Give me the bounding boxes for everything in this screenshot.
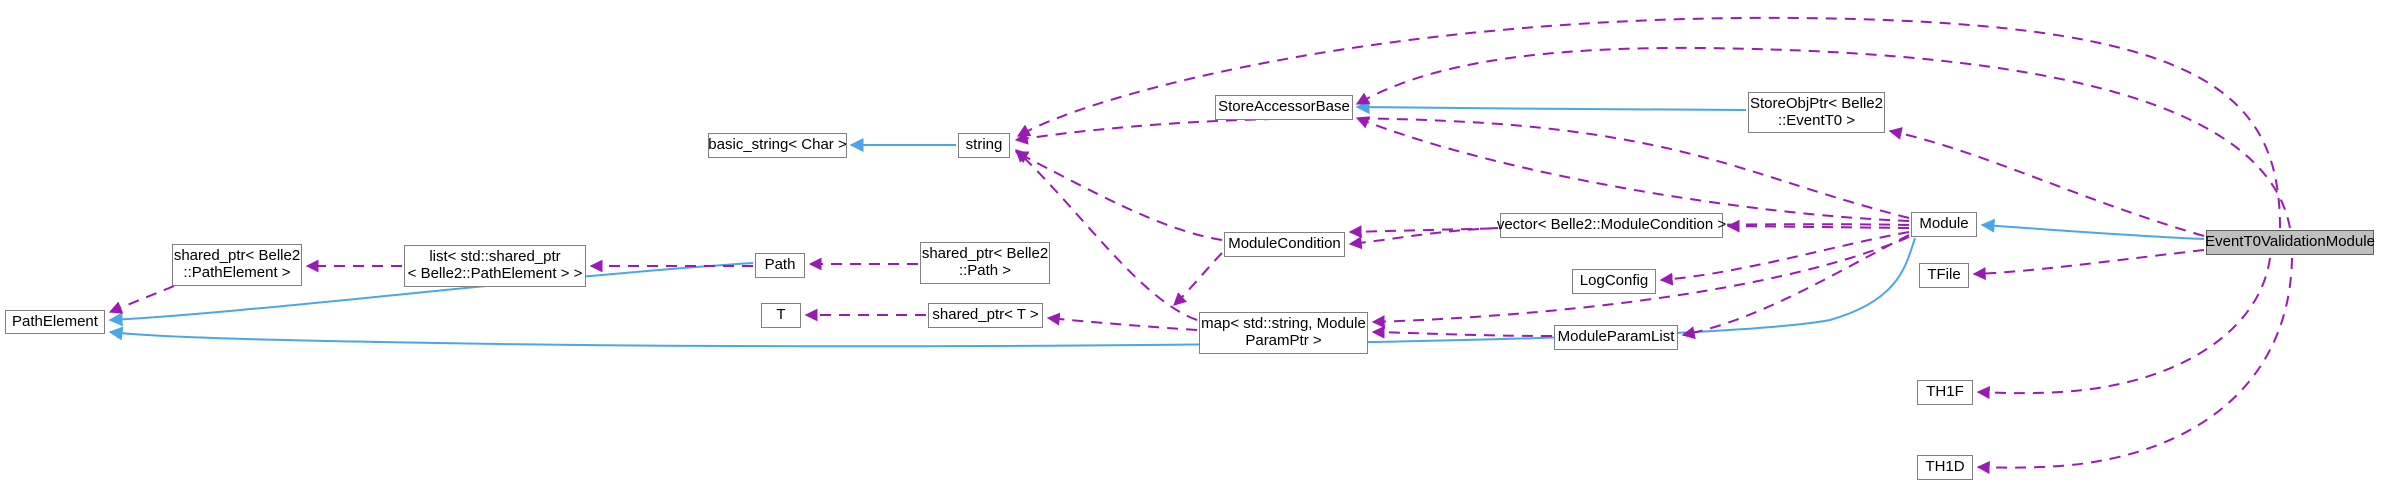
edge-usage-EventT0ValidationModule-to-TFile — [1972, 249, 2205, 281]
node-TH1D[interactable]: TH1D — [1917, 455, 1973, 480]
node-label-mapStringModuleParamPtr: map< std::string, Module ParamPtr > — [1201, 315, 1366, 349]
node-sharedPtrPathElement[interactable]: shared_ptr< Belle2 ::PathElement > — [172, 244, 302, 286]
node-mapStringModuleParamPtr[interactable]: map< std::string, Module ParamPtr > — [1199, 312, 1368, 354]
node-label-EventT0ValidationModule: EventT0ValidationModule — [2205, 233, 2375, 251]
node-label-basicStringChar: basic_string< Char > — [708, 136, 847, 154]
node-ModuleParamList[interactable]: ModuleParamList — [1554, 325, 1678, 350]
edge-usage-Module-to-vectorModuleCondition — [1726, 219, 1910, 233]
edge-usage-ModuleCondition-to-mapStringModuleParamPtr — [1173, 252, 1223, 306]
edge-usage-EventT0ValidationModule-to-StoreAccessorBase — [1355, 46, 2291, 229]
node-LogConfig[interactable]: LogConfig — [1572, 269, 1656, 294]
edge-usage-ModuleCondition-to-string — [1014, 151, 1223, 241]
node-label-listSharedPtrPathElement: list< std::shared_ptr < Belle2::PathElem… — [407, 248, 583, 282]
edge-usage-Module-to-LogConfig — [1659, 231, 1910, 286]
edge-inheritance-EventT0ValidationModule-to-Module — [1980, 218, 2205, 240]
node-label-T: T — [776, 306, 786, 324]
node-basicStringChar[interactable]: basic_string< Char > — [708, 133, 847, 158]
node-sharedPtrT[interactable]: shared_ptr< T > — [928, 303, 1043, 328]
node-label-sharedPtrT: shared_ptr< T > — [932, 306, 1039, 324]
node-label-ModuleParamList: ModuleParamList — [1557, 328, 1675, 346]
node-Module[interactable]: Module — [1911, 212, 1977, 237]
node-string[interactable]: string — [958, 133, 1010, 158]
edge-usage-EventT0ValidationModule-to-TH1F — [1976, 257, 2271, 400]
node-StoreAccessorBase[interactable]: StoreAccessorBase — [1215, 95, 1353, 120]
node-TFile[interactable]: TFile — [1919, 263, 1969, 288]
node-sharedPtrPath[interactable]: shared_ptr< Belle2 ::Path > — [920, 242, 1050, 284]
node-label-Path: Path — [764, 256, 796, 274]
node-label-TFile: TFile — [1927, 266, 1961, 284]
node-label-vectorModuleCondition: vector< Belle2::ModuleCondition > — [1496, 216, 1727, 234]
node-TH1F[interactable]: TH1F — [1917, 380, 1973, 405]
edge-usage-Module-to-string — [1014, 117, 1910, 219]
node-vectorModuleCondition[interactable]: vector< Belle2::ModuleCondition > — [1496, 213, 1727, 238]
node-label-sharedPtrPathElement: shared_ptr< Belle2 ::PathElement > — [173, 247, 301, 281]
node-PathElement[interactable]: PathElement — [5, 310, 105, 334]
edge-usage-Module-to-StoreAccessorBase — [1355, 116, 1910, 222]
node-label-ModuleCondition: ModuleCondition — [1228, 235, 1341, 253]
node-ModuleCondition[interactable]: ModuleCondition — [1224, 232, 1345, 257]
node-label-StoreObjPtrEventT0: StoreObjPtr< Belle2 ::EventT0 > — [1750, 94, 1883, 129]
node-T[interactable]: T — [761, 303, 801, 328]
node-label-LogConfig: LogConfig — [1579, 272, 1649, 290]
edge-inheritance-StoreObjPtrEventT0-to-StoreAccessorBase — [1355, 100, 1747, 115]
edge-usage-EventT0ValidationModule-to-string — [1016, 16, 2281, 229]
edge-usage-vectorModuleCondition-to-ModuleCondition — [1348, 227, 1499, 250]
node-label-sharedPtrPath: shared_ptr< Belle2 ::Path > — [921, 245, 1049, 279]
edge-usage-mapStringModuleParamPtr-to-string — [1015, 149, 1198, 321]
node-Path[interactable]: Path — [755, 253, 805, 278]
edge-usage-Module-to-ModuleParamList — [1681, 234, 1910, 340]
node-StoreObjPtrEventT0[interactable]: StoreObjPtr< Belle2 ::EventT0 > — [1748, 92, 1885, 133]
edge-usage-EventT0ValidationModule-to-TH1D — [1976, 257, 2293, 475]
node-label-Module: Module — [1919, 215, 1969, 233]
node-label-PathElement: PathElement — [12, 312, 98, 330]
node-label-TH1F: TH1F — [1926, 383, 1964, 401]
node-label-string: string — [965, 136, 1003, 154]
node-listSharedPtrPathElement[interactable]: list< std::shared_ptr < Belle2::PathElem… — [404, 245, 586, 287]
edge-usage-sharedPtrPathElement-to-PathElement — [108, 285, 175, 314]
edge-usage-mapStringModuleParamPtr-to-sharedPtrT — [1046, 312, 1198, 331]
node-label-TH1D: TH1D — [1925, 458, 1965, 476]
node-label-StoreAccessorBase: StoreAccessorBase — [1218, 98, 1350, 116]
edge-usage-ModuleParamList-to-mapStringModuleParamPtr — [1371, 325, 1553, 339]
node-EventT0ValidationModule[interactable]: EventT0ValidationModule — [2205, 230, 2375, 255]
